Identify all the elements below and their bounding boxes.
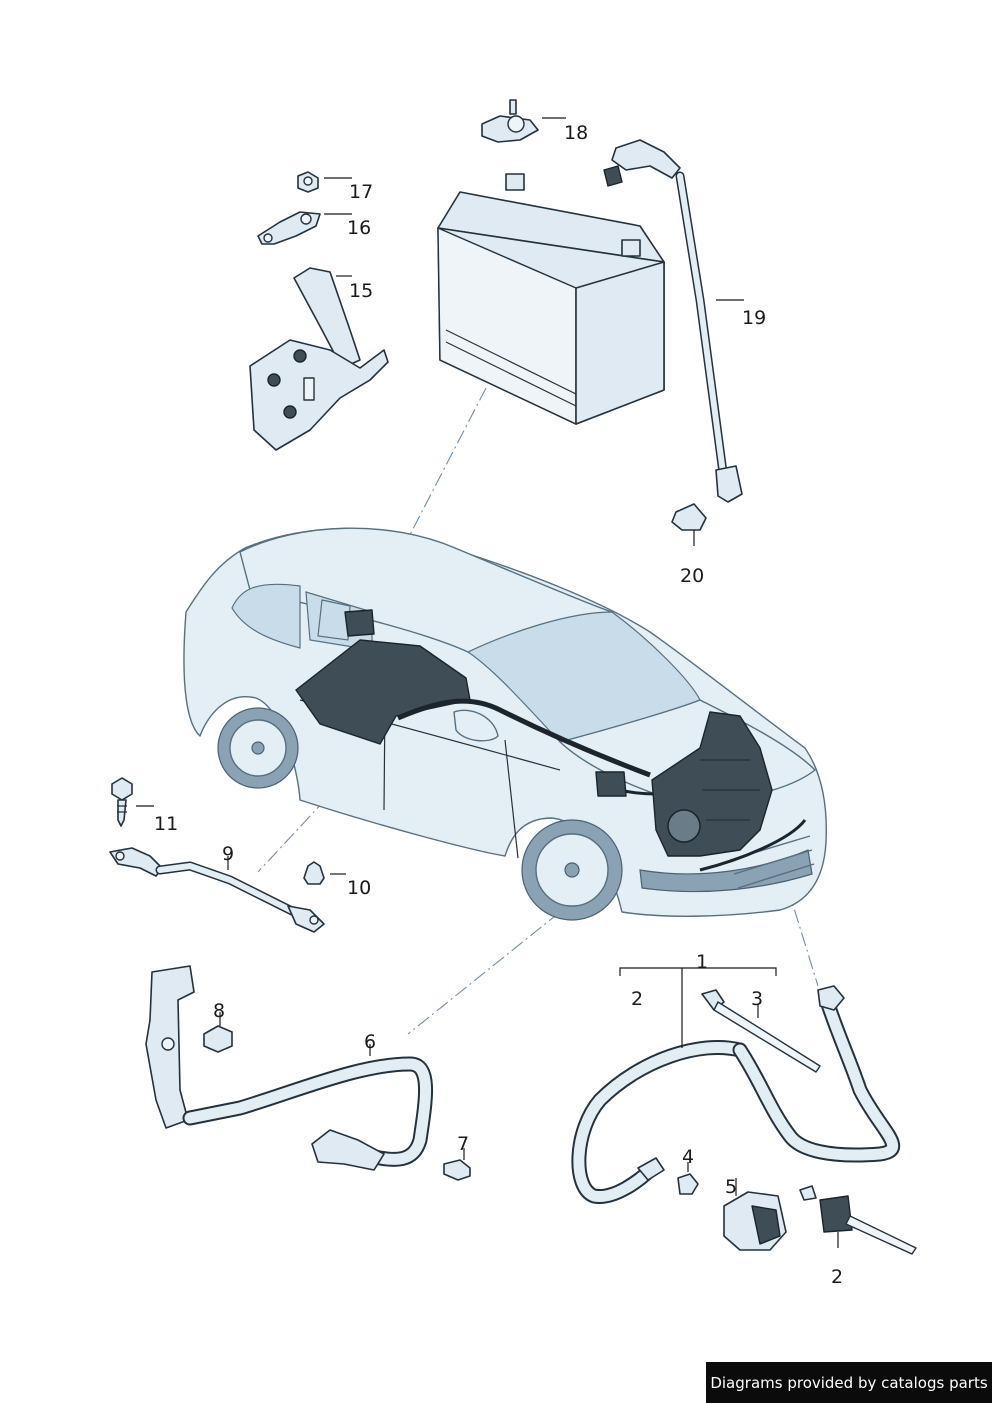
callout-7: 7	[457, 1133, 469, 1155]
callout-9: 9	[222, 843, 234, 865]
engine-block	[651, 711, 773, 857]
part-9-battery-cable	[109, 847, 325, 933]
part-8-clip	[203, 1025, 233, 1053]
part-10-cap-nut	[303, 861, 325, 885]
part-3-cable-tie	[701, 989, 821, 1073]
part-20-clip	[671, 503, 707, 531]
part-15-fuse-box	[249, 267, 389, 451]
callout-6: 6	[364, 1031, 376, 1053]
callout-16: 16	[347, 217, 371, 239]
callout-20: 20	[680, 565, 704, 587]
part-7-bolt	[443, 1159, 471, 1181]
callout-5: 5	[725, 1176, 737, 1198]
callout-2a: 2	[631, 988, 643, 1010]
part-16-cable-lug	[257, 211, 321, 245]
battery	[437, 173, 665, 425]
part-5-protective-cap	[723, 1191, 787, 1251]
callout-4: 4	[682, 1146, 694, 1168]
callouts: 18 17 16 15 19 20 11 9 10 1 2 3 8 6 7 4 …	[154, 122, 843, 1288]
part-2-clip-with-tie	[799, 1185, 917, 1255]
part-17-nut	[297, 171, 319, 193]
part-6-cable-bracket	[145, 965, 433, 1171]
part-19-ground-strap	[603, 139, 743, 503]
callout-17: 17	[349, 181, 373, 203]
credit-banner: Diagrams provided by catalogs parts	[706, 1362, 992, 1403]
callout-3: 3	[751, 988, 763, 1010]
callout-11: 11	[154, 813, 178, 835]
callout-2b: 2	[831, 1266, 843, 1288]
part-11-screw	[111, 777, 133, 827]
callout-1: 1	[696, 951, 708, 973]
callout-8: 8	[213, 1000, 225, 1022]
callout-10: 10	[347, 877, 371, 899]
leader-lines	[136, 117, 839, 1248]
part-4-nut	[677, 1173, 699, 1195]
callout-18: 18	[564, 122, 588, 144]
part-18-terminal-clamp	[481, 99, 539, 143]
credit-text: Diagrams provided by catalogs parts	[710, 1373, 988, 1392]
part-2-main-cable	[571, 985, 901, 1204]
callout-19: 19	[742, 307, 766, 329]
battery-tray	[295, 609, 471, 745]
battery-cable-route	[397, 698, 807, 872]
callout-15: 15	[349, 280, 373, 302]
